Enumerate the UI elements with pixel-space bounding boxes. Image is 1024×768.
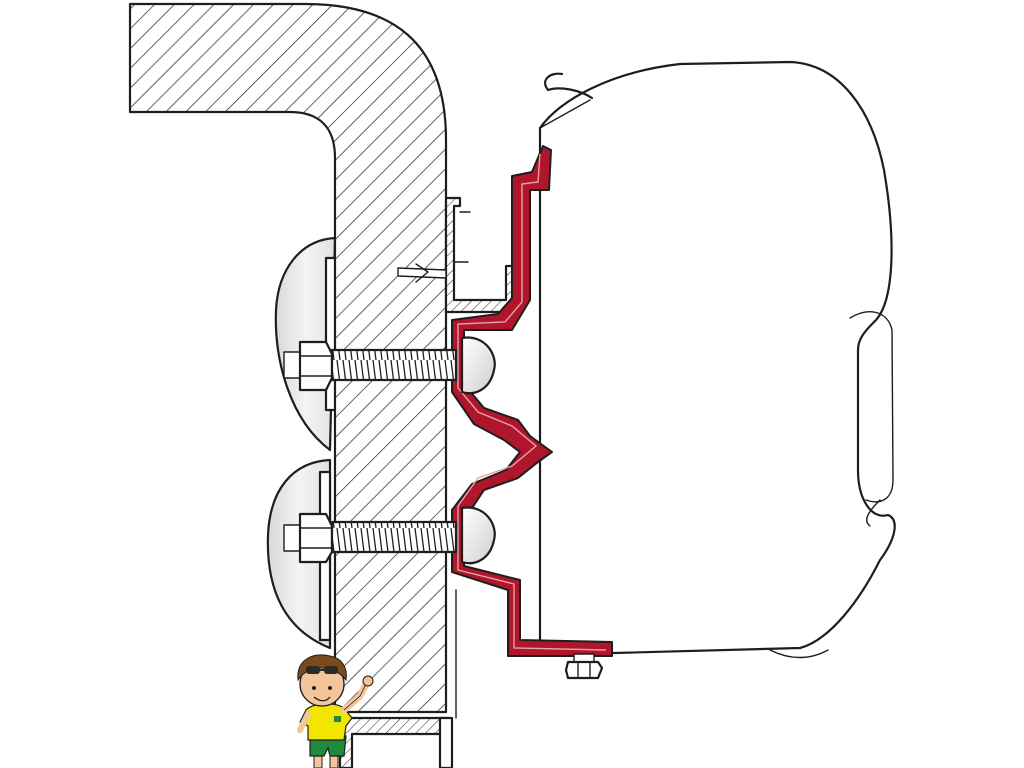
awning-cassette [538,60,896,659]
bottom-screw [564,653,604,680]
lower-bolt [283,506,496,565]
mascot [297,654,374,768]
upper-bolt [283,336,496,395]
adapter-bracket [451,145,613,657]
